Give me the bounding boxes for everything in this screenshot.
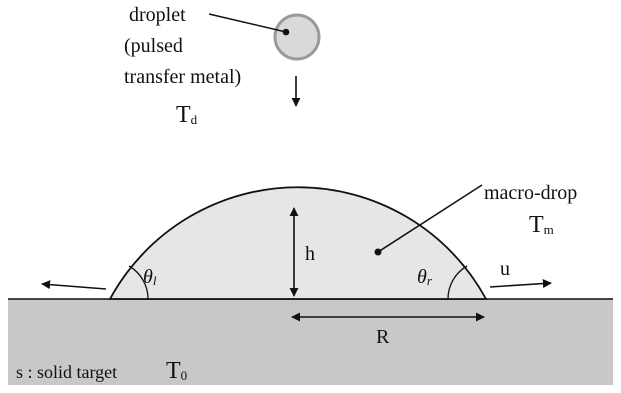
height-label: h <box>305 243 315 265</box>
droplet-label-line-2: (pulsed <box>124 35 183 57</box>
macro-drop-leader-dot <box>374 248 382 256</box>
left-contact-angle-arc <box>128 265 149 300</box>
droplet-leader-line <box>208 13 287 33</box>
macro-drop-temperature: Tm <box>529 212 554 238</box>
solid-target-label: s : solid target <box>16 362 117 382</box>
macro-drop-leader-line <box>377 184 483 253</box>
right-spreading-arrow <box>489 279 552 289</box>
right-contact-angle-arc <box>447 265 468 300</box>
left-contact-angle-label: θl <box>143 266 157 288</box>
incoming-droplet <box>273 13 321 61</box>
droplet-label-line-3: transfer metal) <box>124 66 241 88</box>
solid-target-temperature: T0 <box>166 358 187 384</box>
droplet-temperature: Td <box>176 102 198 128</box>
left-spreading-arrow <box>41 280 107 290</box>
velocity-label: u <box>500 258 510 280</box>
droplet-label-line-1: droplet <box>129 4 186 26</box>
right-contact-angle-label: θr <box>417 266 433 288</box>
macro-drop-label: macro-drop <box>484 182 577 204</box>
radius-label: R <box>376 326 390 348</box>
